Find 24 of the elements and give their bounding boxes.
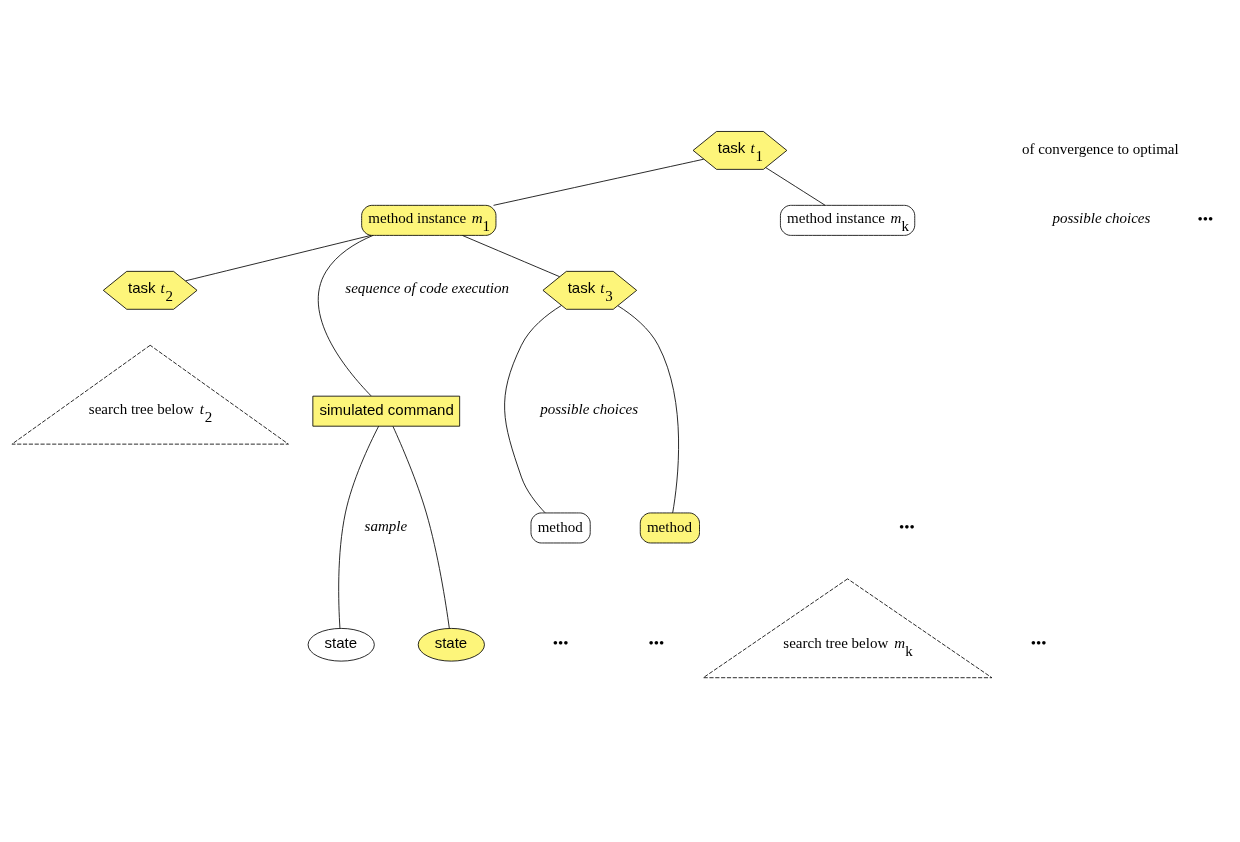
connector	[318, 235, 374, 397]
connector	[493, 158, 705, 206]
node-ellipse: state	[307, 628, 375, 662]
label: possible choices	[1052, 210, 1151, 227]
connector	[617, 305, 679, 514]
label: of convergence to optimal	[1021, 141, 1179, 158]
node-ellipse: state	[417, 628, 485, 662]
node-box: method	[530, 512, 591, 544]
label: sequence of code execution	[345, 280, 510, 297]
label: •••	[552, 635, 569, 652]
node-box: method	[639, 512, 700, 544]
connector	[338, 425, 380, 629]
connector	[185, 235, 372, 282]
label: •••	[898, 518, 915, 535]
node-box: simulated command	[312, 395, 461, 427]
label: sample	[364, 517, 408, 534]
connector	[504, 305, 562, 514]
label: •••	[1030, 635, 1047, 652]
connector	[765, 167, 826, 206]
connector	[392, 426, 450, 629]
label: •••	[1197, 211, 1214, 228]
label: possible choices	[540, 401, 639, 418]
connector	[462, 235, 561, 278]
label: •••	[648, 635, 665, 652]
